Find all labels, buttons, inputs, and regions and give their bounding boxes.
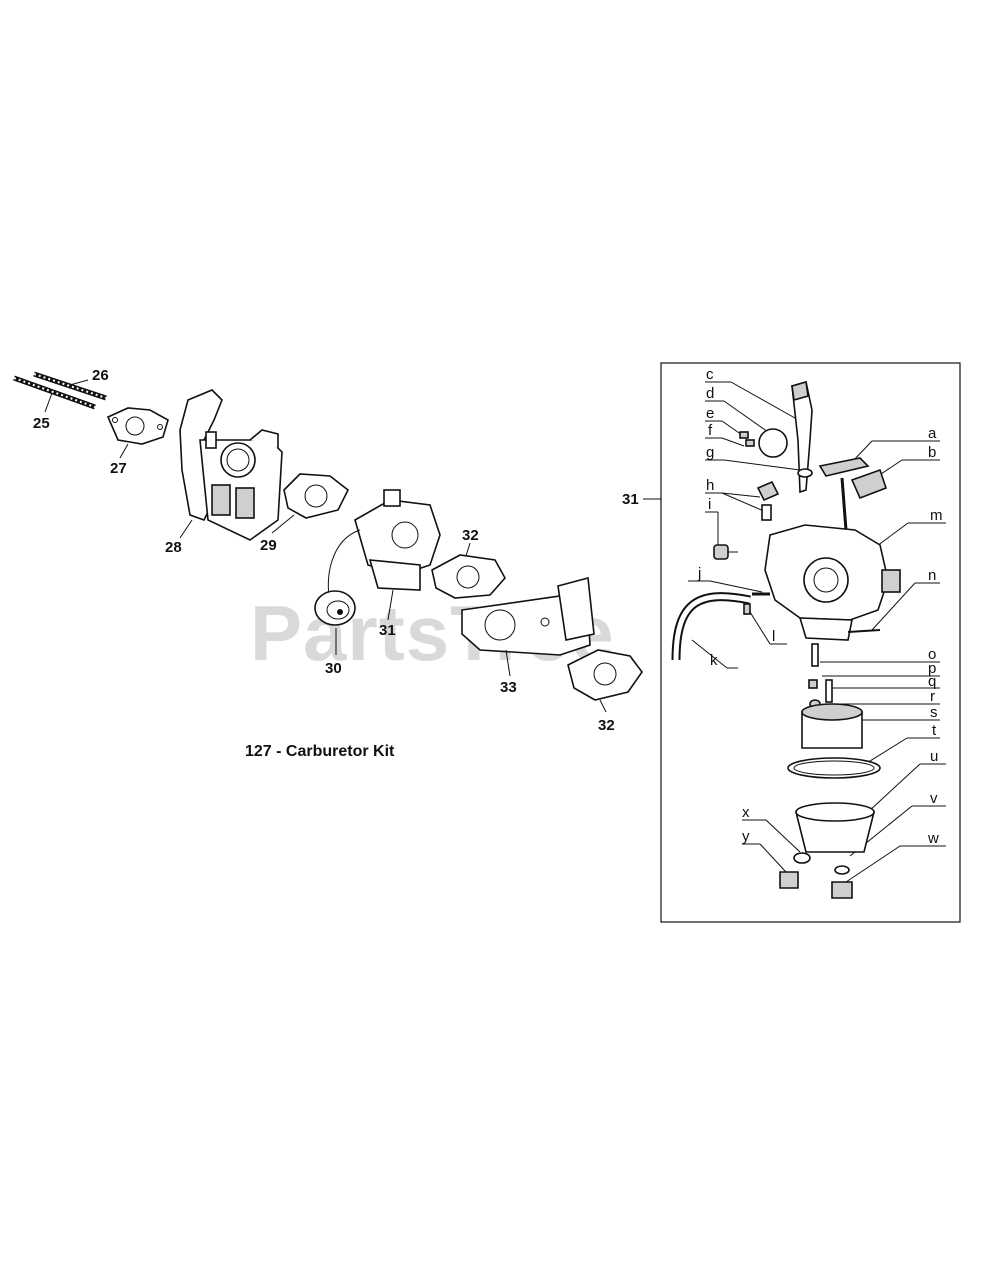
label-t: t <box>932 722 937 739</box>
callout-33: 33 <box>500 679 517 696</box>
label-e: e <box>706 405 714 422</box>
label-g: g <box>706 444 714 461</box>
callout-32-upper: 32 <box>462 527 479 544</box>
label-f: f <box>708 422 713 439</box>
label-u: u <box>930 748 938 765</box>
part-30-primer-bulb <box>314 590 356 626</box>
callout-26: 26 <box>92 367 109 384</box>
label-k: k <box>710 652 718 669</box>
callout-25: 25 <box>33 415 50 432</box>
callout-27: 27 <box>110 460 127 477</box>
callout-31-detail: 31 <box>622 491 639 508</box>
callout-30: 30 <box>325 660 342 677</box>
label-j: j <box>697 565 701 582</box>
detail-frame <box>660 362 961 923</box>
callout-31-small: 31 <box>379 622 396 639</box>
label-h: h <box>706 477 714 494</box>
label-c: c <box>706 366 714 383</box>
label-v: v <box>930 790 938 807</box>
caption-carburetor-kit: 127 - Carburetor Kit <box>245 743 395 760</box>
part-29-gasket <box>283 473 350 519</box>
label-b: b <box>928 444 936 461</box>
part-33-plate <box>461 576 595 656</box>
label-n: n <box>928 567 936 584</box>
letter-labels: c d e f g h i j k l a b m n o p q r s t … <box>697 366 943 847</box>
part-26-stud <box>33 371 107 401</box>
part-27-gasket <box>106 407 169 445</box>
callout-32-lower: 32 <box>598 717 615 734</box>
callout-29: 29 <box>260 537 277 554</box>
label-w: w <box>927 830 939 847</box>
label-o: o <box>928 646 936 663</box>
detail-parts <box>671 380 901 899</box>
part-32-gasket-upper <box>431 554 506 599</box>
label-d: d <box>706 385 714 402</box>
label-s: s <box>930 704 938 721</box>
part-32-gasket-lower <box>567 649 643 701</box>
label-y: y <box>742 828 750 845</box>
label-i: i <box>708 496 711 513</box>
label-l: l <box>772 628 775 645</box>
label-p: p <box>928 660 936 677</box>
part-31-carburetor <box>327 489 441 601</box>
callout-28: 28 <box>165 539 182 556</box>
part-25-stud <box>13 375 96 410</box>
label-x: x <box>742 804 750 821</box>
label-q: q <box>928 673 936 690</box>
part-28-bracket <box>179 389 283 541</box>
label-m: m <box>930 507 943 524</box>
label-a: a <box>928 425 937 442</box>
label-r: r <box>930 688 935 705</box>
